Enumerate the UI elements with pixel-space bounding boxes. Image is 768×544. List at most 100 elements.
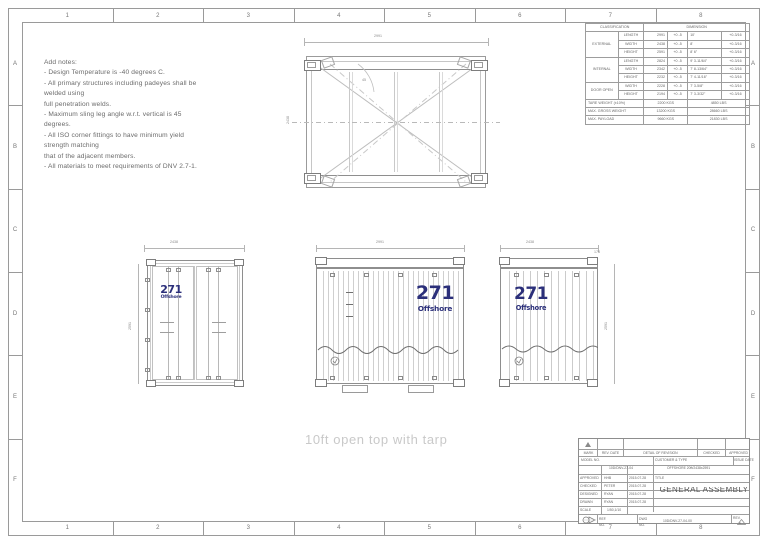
logo-word: Offshore bbox=[417, 304, 453, 313]
plan-angle-label: 45 bbox=[362, 78, 366, 82]
zone-label-right-A: A bbox=[750, 60, 755, 67]
dwg-value: 10D/DNV-27-04-00 bbox=[663, 519, 692, 523]
spec-imperial: 7' 4-11/16" bbox=[687, 73, 722, 83]
spec-weight-imperial: 21830 LBS bbox=[687, 115, 750, 125]
zone-label-top-1: 1 bbox=[65, 13, 69, 19]
spec-kind: LENGTH bbox=[617, 31, 645, 41]
spec-mm: 2232 bbox=[643, 73, 668, 83]
rearend-dim-top: 2438 bbox=[526, 240, 534, 244]
customer-value: OFFSHORE 20ft/2438x2591 bbox=[667, 466, 711, 470]
role-date: 2015.07.28 bbox=[629, 492, 646, 496]
side-view: 2991 bbox=[306, 240, 476, 395]
note-line: strength matching bbox=[44, 142, 99, 150]
zone-label-top-3: 3 bbox=[246, 13, 250, 19]
note-line: degrees. bbox=[44, 121, 71, 129]
role-date: 2015.07.28 bbox=[629, 484, 646, 488]
spec-mm: 2228 bbox=[643, 81, 668, 92]
spec-header-dimension: DIMENSION bbox=[643, 22, 750, 33]
th-approved: APPROVED bbox=[729, 451, 748, 455]
spec-tol: +0 -5 bbox=[666, 73, 689, 83]
spec-weight-imperial: 28660 LBS bbox=[687, 107, 750, 117]
doorend-dim-left: 2591 bbox=[128, 322, 132, 330]
spec-tol: +0 -5 bbox=[666, 90, 689, 100]
zone-label-bottom-3: 3 bbox=[246, 525, 250, 531]
role-label: DRAWN bbox=[580, 500, 593, 504]
spec-weight-label: MAX. PAYLOAD bbox=[584, 115, 645, 125]
logo-number: 271 bbox=[160, 283, 182, 296]
data-plate-icon bbox=[330, 356, 340, 366]
scale-value: 1/50,1/10 bbox=[607, 508, 622, 512]
spec-kind: WIDTH bbox=[617, 81, 645, 92]
rev-label: REV. bbox=[733, 516, 741, 520]
spec-mm: 2991 bbox=[643, 31, 668, 41]
spec-imperial-tol: +0-3/16 bbox=[720, 81, 751, 92]
spec-imperial: 7' 8-13/64" bbox=[687, 65, 722, 75]
note-line: - Design Temperature is -40 degrees C. bbox=[44, 69, 166, 77]
note-line: - All primary structures including padey… bbox=[44, 79, 197, 87]
zone-label-left-E: E bbox=[12, 394, 17, 400]
door-end-view: 2438 2591 bbox=[128, 240, 260, 395]
spec-mm: 2194 bbox=[643, 90, 668, 100]
spec-weight-metric: 9660 KGS bbox=[643, 115, 689, 125]
zone-label-top-8: 8 bbox=[699, 13, 703, 19]
spec-imperial-tol: +0-3/16 bbox=[720, 65, 751, 75]
container-logo: 271 Offshore bbox=[508, 286, 554, 312]
spec-group-name: EXTERNAL bbox=[585, 31, 619, 58]
spec-tol: +0 -5 bbox=[666, 39, 689, 50]
zone-label-top-6: 6 bbox=[518, 13, 522, 19]
spec-weight-label: TARE WEIGHT (±10%) bbox=[584, 98, 645, 109]
role-name: RYAN bbox=[604, 500, 614, 504]
scale-label: SCALE bbox=[580, 508, 592, 512]
spec-imperial-tol: +0-3/16 bbox=[720, 56, 751, 67]
model-label: MODEL NO. bbox=[581, 458, 600, 462]
spec-imperial: 7' 3-5/8" bbox=[687, 81, 722, 92]
revision-triangle-icon bbox=[585, 442, 591, 447]
spec-weight-metric: 2200 KGS bbox=[643, 98, 689, 109]
projection-symbol-icon bbox=[582, 516, 596, 524]
issue-date-label: ISSUE DATE bbox=[734, 458, 754, 462]
role-date: 2015.07.28 bbox=[629, 476, 646, 480]
zone-label-top-5: 5 bbox=[427, 13, 431, 19]
notes-block: Add notes: - Design Temperature is -40 d… bbox=[44, 58, 259, 172]
th-mark: MARK bbox=[583, 451, 594, 455]
spec-weight-imperial: 4850 LBS bbox=[687, 98, 750, 109]
role-name: RYAN bbox=[604, 492, 614, 496]
note-line: full penetration welds. bbox=[44, 100, 112, 108]
data-plate-icon bbox=[514, 356, 524, 366]
zone-label-top-7: 7 bbox=[608, 13, 612, 19]
zone-label-left-A: A bbox=[12, 60, 17, 67]
notes-heading: Add notes: bbox=[44, 59, 78, 66]
spec-mm: 2591 bbox=[643, 48, 668, 58]
spec-weight-metric: 13200 KGS bbox=[643, 107, 689, 117]
tarp-wave-line bbox=[317, 346, 459, 354]
spec-imperial: 8' 6" bbox=[687, 48, 722, 58]
spec-kind: WIDTH bbox=[617, 65, 645, 75]
container-logo: 271 Offshore bbox=[154, 284, 188, 301]
zone-label-top-2: 2 bbox=[156, 13, 160, 19]
spec-mm: 2824 bbox=[643, 56, 668, 67]
note-line: - All ISO corner fittings to have minimu… bbox=[44, 131, 185, 139]
zone-label-right-E: E bbox=[750, 394, 755, 400]
zone-label-left-D: D bbox=[12, 310, 18, 317]
th-rev-date: REV. DATE bbox=[601, 451, 620, 455]
spec-imperial: 9' 3-11/64" bbox=[687, 56, 722, 67]
spec-group-name: INTERNAL bbox=[585, 56, 619, 83]
spec-imperial-tol: +0-3/16 bbox=[720, 48, 751, 58]
customer-label: CUSTOMER & TYPE bbox=[655, 458, 688, 462]
zone-label-bottom-2: 2 bbox=[156, 525, 160, 531]
ref-no-label: REF.NO. bbox=[599, 517, 607, 527]
zone-label-right-D: D bbox=[750, 310, 756, 317]
doorend-dim-top: 2438 bbox=[170, 240, 178, 244]
sheet-caption: 10ft open top with tarp bbox=[305, 432, 448, 447]
spec-group-name: DOOR OPEN bbox=[585, 81, 619, 100]
role-label: APPROVED bbox=[580, 476, 599, 480]
zone-label-bottom-6: 6 bbox=[518, 525, 522, 531]
th-detail: DETAIL OF REVISION bbox=[643, 451, 678, 455]
